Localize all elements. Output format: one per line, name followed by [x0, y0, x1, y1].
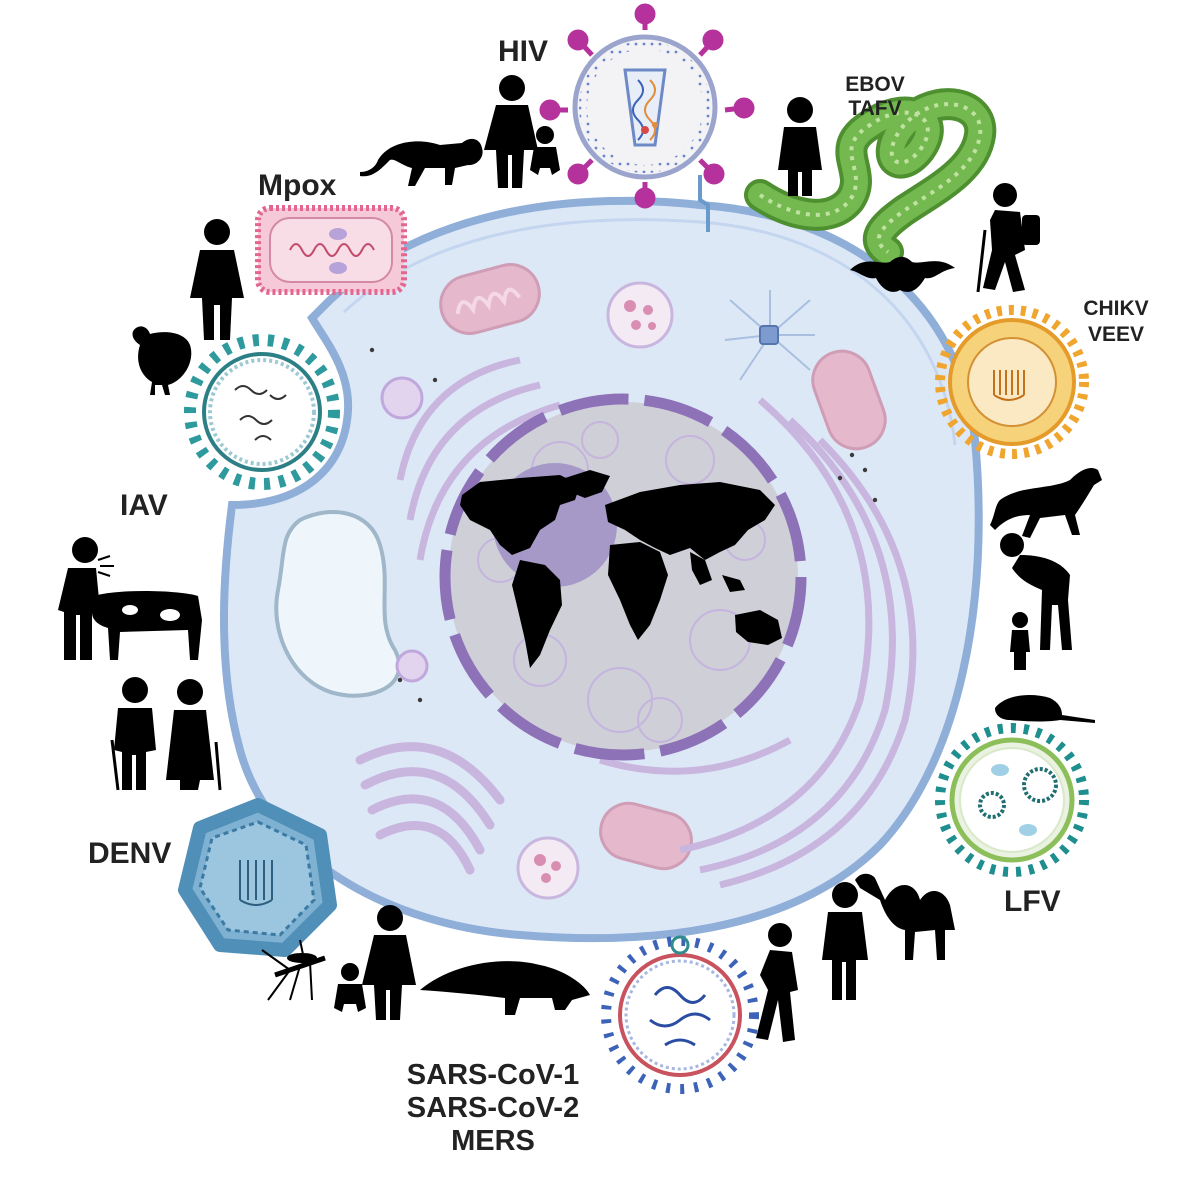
- sneezing-person-icon: [58, 537, 114, 660]
- ebov-virion: [744, 88, 997, 268]
- rat-icon: [995, 695, 1095, 723]
- vesicle: [380, 376, 424, 420]
- iav-virion: [184, 334, 340, 490]
- hiv-virion: [539, 3, 755, 209]
- monkey-icon: [360, 138, 483, 186]
- horse-icon: [990, 468, 1102, 538]
- elderly-couple-icon: [110, 677, 222, 791]
- vesicle: [395, 649, 429, 683]
- lfv-virion: [935, 723, 1089, 877]
- sars-cov-2-label: SARS-CoV-2: [406, 1092, 580, 1124]
- membrane-receptor: [698, 175, 710, 232]
- nuclear-envelope: [439, 393, 807, 761]
- lfv-label: LFV: [1004, 885, 1061, 918]
- mitochondrion: [811, 349, 887, 451]
- iav-label: IAV: [120, 489, 168, 522]
- sars-cov-virion: [601, 935, 759, 1094]
- mosquito-icon: [261, 939, 326, 1001]
- centrosome: [724, 290, 815, 381]
- hiv-label: HIV: [498, 35, 549, 68]
- sars-cov-1-label: SARS-CoV-1: [406, 1059, 580, 1091]
- golgi-apparatus: [355, 742, 505, 875]
- tafv-label: TAFV: [848, 97, 902, 120]
- mpox-virion: [255, 205, 407, 295]
- bat-icon: [850, 256, 955, 292]
- host-cell: [220, 196, 983, 943]
- cow-icon: [84, 591, 202, 660]
- woman-icon: [484, 75, 538, 188]
- vacuole: [274, 510, 402, 698]
- lysosome: [606, 281, 674, 349]
- hiker-icon: [976, 183, 1040, 293]
- pangolin-icon: [420, 961, 590, 1015]
- chikv-label: CHIKV: [1083, 297, 1149, 320]
- mitochondrion: [439, 263, 541, 335]
- man-icon: [778, 97, 822, 196]
- adult-bending-icon: [1000, 533, 1072, 650]
- woman-2-icon: [362, 905, 416, 1020]
- denv-virion: [178, 798, 337, 957]
- walker-icon: [756, 923, 798, 1042]
- endoplasmic-reticulum: [396, 356, 917, 889]
- ebov-label: EBOV: [845, 73, 905, 96]
- baby-icon: [530, 126, 560, 175]
- lysosome: [516, 836, 580, 900]
- baby-2-icon: [334, 963, 366, 1012]
- elderly-woman-icon: [190, 219, 244, 340]
- mers-label: MERS: [451, 1125, 535, 1157]
- world-map-icon: [460, 470, 782, 668]
- mpox-label: Mpox: [258, 169, 337, 202]
- child-icon: [1010, 612, 1030, 670]
- chikv-virion: [935, 305, 1089, 459]
- chicken-icon: [132, 326, 192, 395]
- veev-label: VEEV: [1087, 323, 1145, 346]
- camel-icon: [855, 873, 955, 960]
- denv-label: DENV: [88, 837, 172, 870]
- man-standing-icon: [822, 882, 868, 1000]
